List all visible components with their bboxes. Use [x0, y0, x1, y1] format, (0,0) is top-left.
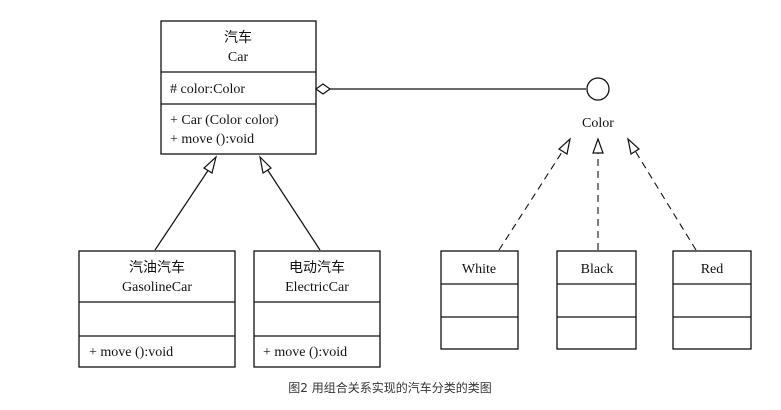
realization-red	[627, 137, 697, 251]
electric-car-name-cn: 电动汽车	[289, 259, 345, 276]
car-class: 汽车 Car # color:Color + Car (Color color)…	[160, 20, 317, 155]
gasoline-inheritance-arrowhead	[203, 155, 218, 174]
electric-car-name-en: ElectricCar	[285, 280, 349, 295]
car-name-cn: 汽车	[224, 29, 252, 46]
white-class: White	[440, 250, 519, 350]
generalization-electric	[259, 155, 321, 251]
gasoline-car-op-move: + move ():void	[89, 345, 173, 360]
red-realization-arrowhead	[627, 137, 640, 155]
red-class-name: Red	[701, 262, 724, 277]
aggregation-car-color	[314, 83, 586, 95]
white-realization-arrowhead	[558, 137, 571, 155]
realization-white	[498, 137, 571, 251]
generalization-gasoline	[154, 155, 218, 251]
gasoline-car-name-en: GasolineCar	[122, 280, 192, 295]
electric-inheritance-line	[266, 168, 321, 251]
red-class: Red	[672, 250, 752, 350]
realization-black	[592, 137, 604, 250]
gasoline-inheritance-line	[154, 168, 210, 251]
white-realization-line	[498, 148, 565, 251]
red-realization-line	[633, 148, 697, 251]
car-op-move: + move ():void	[170, 132, 254, 147]
color-interface-label: Color	[582, 116, 614, 131]
color-interface: Color	[582, 77, 614, 131]
gasoline-car-name-cn: 汽油汽车	[129, 259, 185, 276]
electric-car-op-move: + move ():void	[263, 345, 347, 360]
black-class: Black	[556, 250, 637, 350]
car-op-constructor: + Car (Color color)	[170, 113, 279, 128]
car-name-en: Car	[228, 50, 249, 65]
gasoline-car-box	[78, 250, 236, 368]
black-class-name: Black	[581, 262, 614, 277]
car-attribute-color: # color:Color	[170, 82, 245, 97]
electric-inheritance-arrowhead	[259, 155, 272, 174]
figure-caption: 图2 用组合关系实现的汽车分类的类图	[288, 380, 491, 395]
electric-car-box	[253, 250, 381, 368]
black-realization-arrowhead	[592, 137, 604, 154]
car-class-box	[160, 20, 317, 155]
black-class-box	[556, 250, 637, 350]
aggregation-diamond	[314, 83, 332, 95]
gasoline-car-class: 汽油汽车 GasolineCar + move ():void	[78, 250, 236, 368]
color-interface-circle	[586, 77, 610, 101]
electric-car-class: 电动汽车 ElectricCar + move ():void	[253, 250, 381, 368]
white-class-box	[440, 250, 519, 350]
white-class-name: White	[462, 262, 496, 277]
red-class-box	[672, 250, 752, 350]
